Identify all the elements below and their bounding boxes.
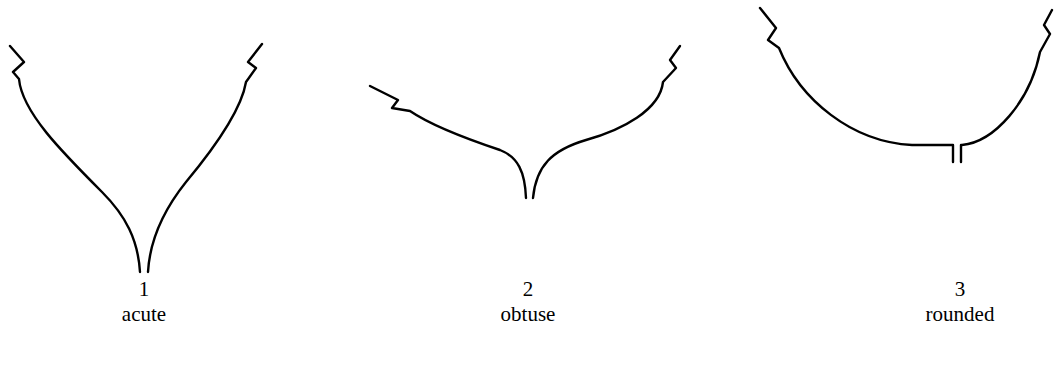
figure-number: 3 xyxy=(955,278,966,301)
shape-name: rounded xyxy=(926,303,995,326)
obtuse-base-left xyxy=(370,86,526,198)
obtuse-base-right xyxy=(533,46,680,198)
shape-name: acute xyxy=(122,303,166,326)
figure-number: 2 xyxy=(523,278,534,301)
rounded-base-left xyxy=(760,8,953,162)
acute-base-right xyxy=(148,44,262,272)
rounded-base-right xyxy=(961,10,1052,162)
shape-name: obtuse xyxy=(501,303,556,326)
figure-number: 1 xyxy=(139,278,150,301)
acute-base-left xyxy=(10,46,140,272)
